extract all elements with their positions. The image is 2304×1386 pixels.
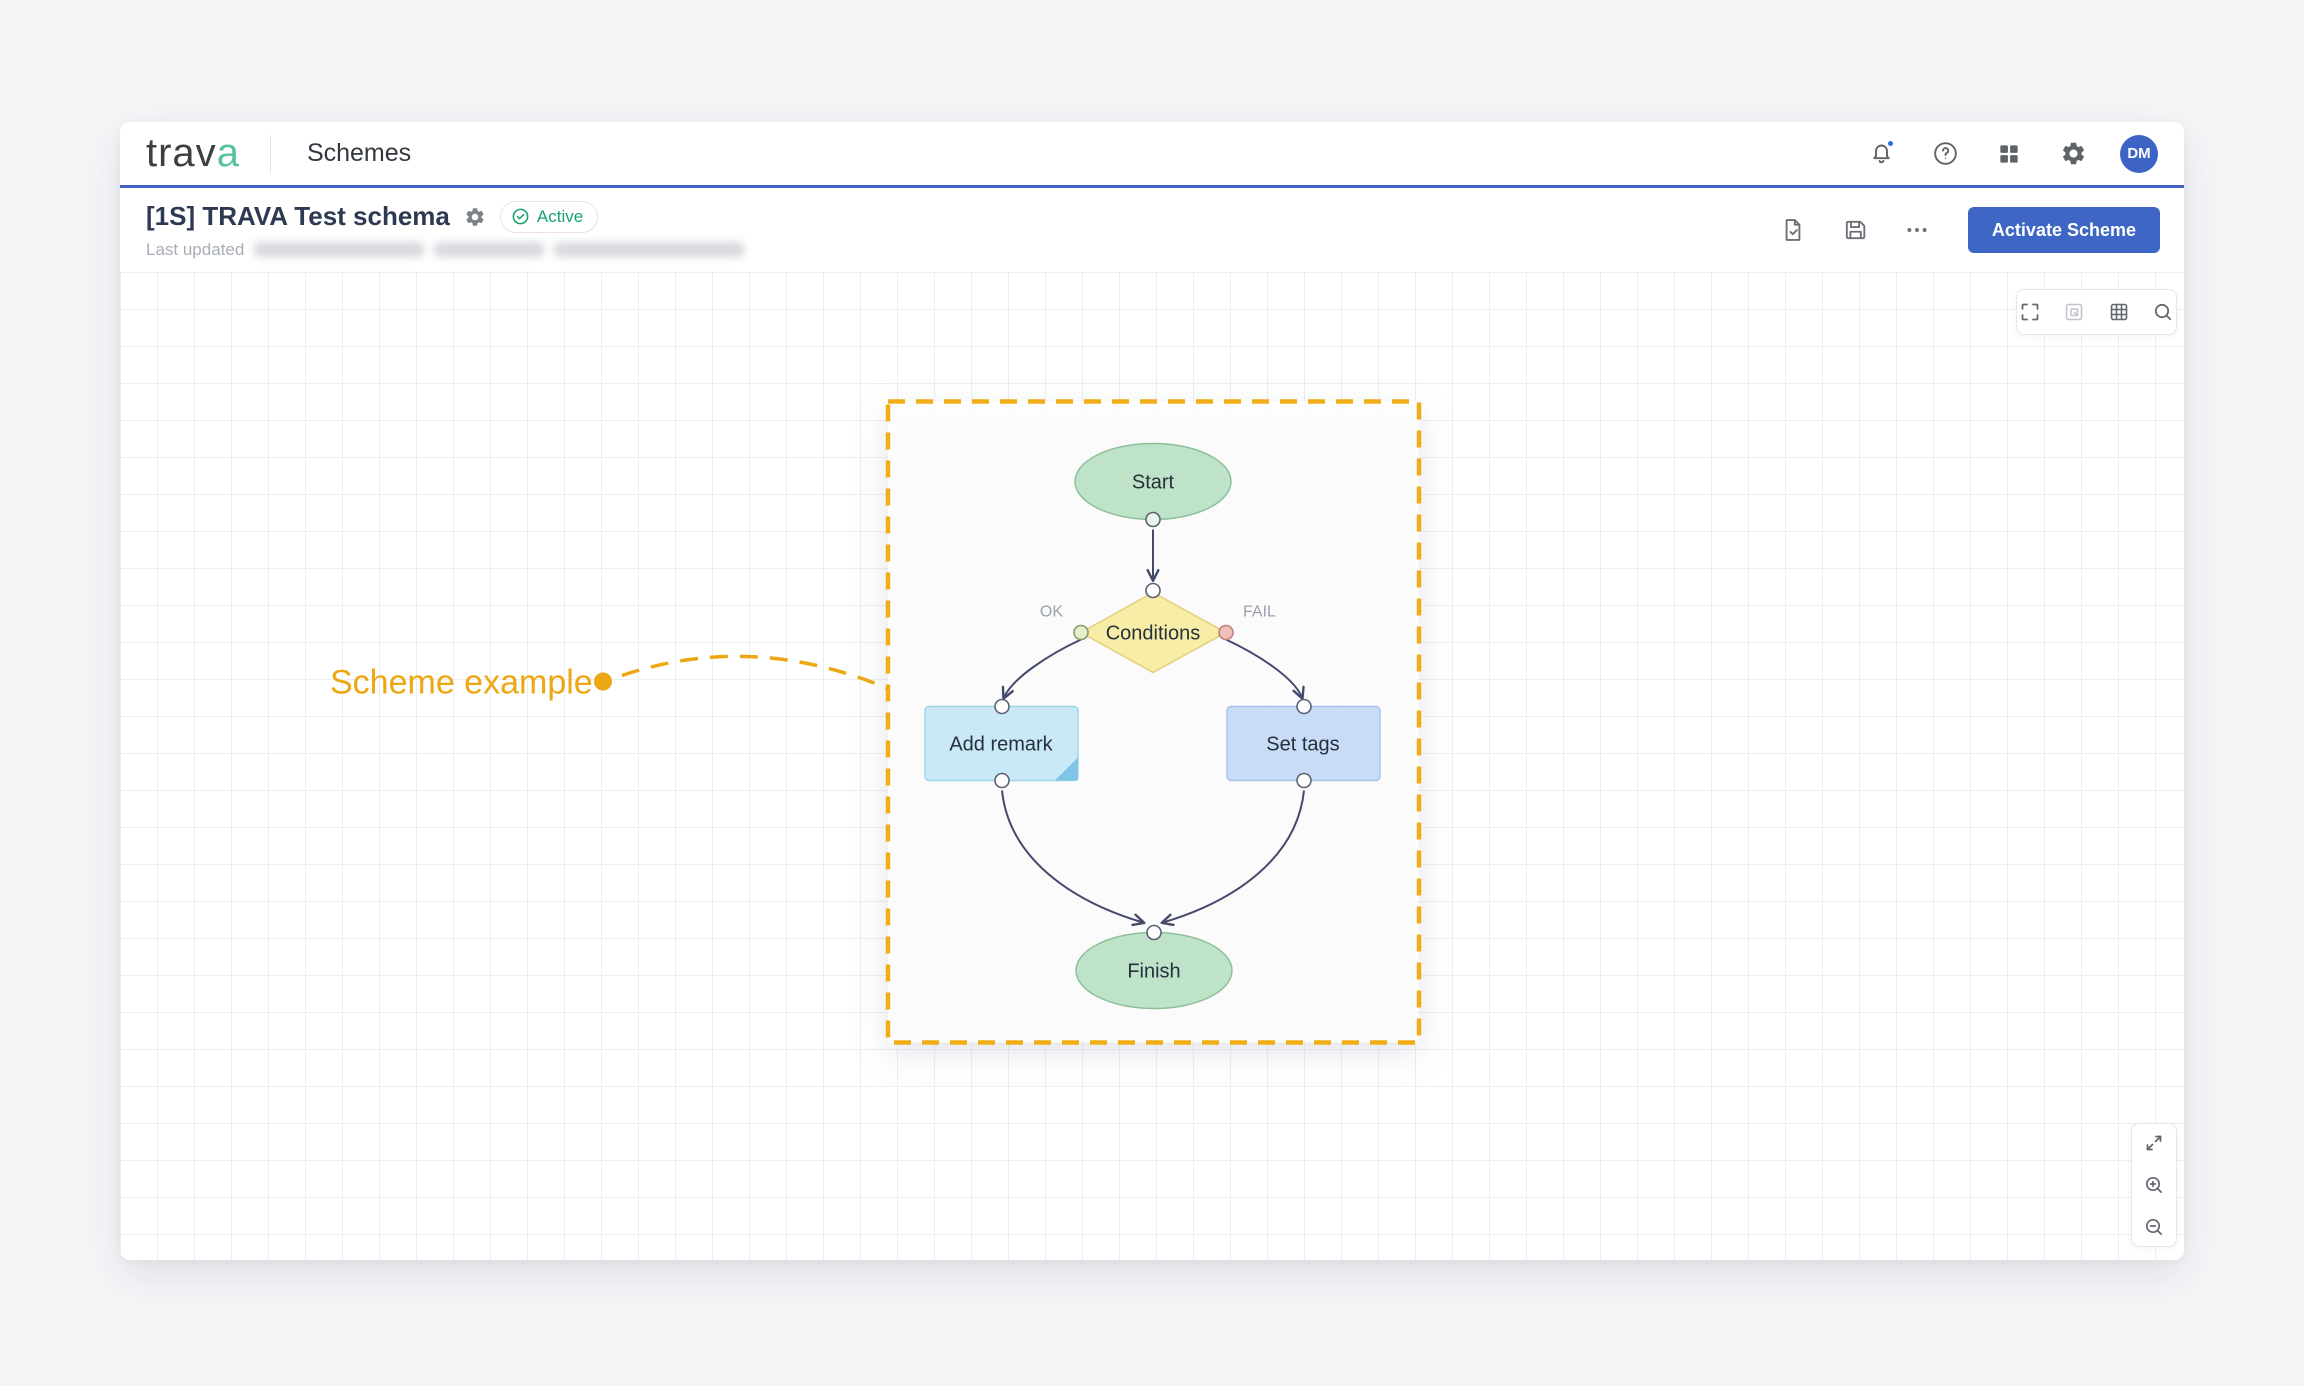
port-conditions-ok[interactable]	[1074, 626, 1088, 640]
check-circle-icon	[511, 207, 530, 226]
more-ellipsis-icon[interactable]	[1900, 213, 1934, 247]
logo-text: trav	[146, 131, 217, 176]
grid-icon[interactable]	[2106, 298, 2132, 326]
canvas-toolbar	[2016, 289, 2177, 335]
save-icon[interactable]	[1838, 213, 1872, 247]
port-set-tags-out[interactable]	[1297, 774, 1311, 788]
edge-label-ok: OK	[1040, 604, 1063, 621]
settings-gear-icon[interactable]	[2056, 137, 2090, 171]
node-start-label: Start	[1132, 472, 1175, 494]
status-badge: Active	[500, 201, 598, 233]
node-add-remark-label: Add remark	[949, 734, 1053, 756]
trava-logo[interactable]: trav a	[146, 131, 240, 176]
port-start-out[interactable]	[1146, 513, 1160, 527]
schema-header-bar: [1S] TRAVA Test schema Active Last updat…	[120, 188, 2184, 272]
fit-image-icon[interactable]	[2061, 298, 2087, 326]
scheme-canvas[interactable]: Scheme example Start Conditions OK FAIL	[120, 272, 2184, 1260]
redacted-author	[554, 242, 744, 257]
annotation-dashed-curve	[622, 656, 888, 688]
schema-actions: Activate Scheme	[1776, 207, 2160, 253]
search-icon[interactable]	[2150, 298, 2176, 326]
apps-grid-icon[interactable]	[1992, 137, 2026, 171]
port-conditions-in[interactable]	[1146, 584, 1160, 598]
last-updated-label: Last updated	[146, 240, 244, 260]
redacted-time	[434, 242, 544, 257]
port-finish-in[interactable]	[1147, 926, 1161, 940]
port-add-remark-in[interactable]	[995, 700, 1009, 714]
flowchart-svg: Scheme example Start Conditions OK FAIL	[120, 272, 2184, 1260]
zoom-out-icon[interactable]	[2140, 1213, 2168, 1241]
expand-icon[interactable]	[2140, 1129, 2168, 1157]
top-actions: DM	[1864, 135, 2158, 173]
node-set-tags-label: Set tags	[1266, 734, 1339, 756]
logo-accent-letter: a	[217, 131, 240, 176]
notifications-bell-icon[interactable]	[1864, 137, 1898, 171]
annotation-label: Scheme example	[330, 664, 593, 702]
port-add-remark-out[interactable]	[995, 774, 1009, 788]
page-title: Schemes	[307, 139, 411, 168]
port-set-tags-in[interactable]	[1297, 700, 1311, 714]
header-divider	[270, 135, 271, 173]
port-conditions-fail[interactable]	[1219, 626, 1233, 640]
user-avatar[interactable]: DM	[2120, 135, 2158, 173]
redacted-timestamp	[254, 242, 424, 257]
schema-settings-gear-icon[interactable]	[464, 206, 486, 228]
node-finish-label: Finish	[1127, 961, 1180, 983]
activate-scheme-button[interactable]: Activate Scheme	[1968, 207, 2160, 253]
node-conditions-label: Conditions	[1106, 623, 1201, 645]
notification-dot	[1886, 139, 1895, 148]
avatar-initials: DM	[2127, 145, 2150, 162]
schema-title: [1S] TRAVA Test schema	[146, 201, 450, 232]
fullscreen-icon[interactable]	[2017, 298, 2043, 326]
annotation-dot	[594, 673, 612, 691]
schema-info: [1S] TRAVA Test schema Active Last updat…	[146, 201, 744, 260]
status-badge-label: Active	[537, 207, 583, 227]
zoom-panel	[2131, 1123, 2177, 1247]
document-check-icon[interactable]	[1776, 213, 1810, 247]
app-window: trav a Schemes	[120, 122, 2184, 1260]
edge-label-fail: FAIL	[1243, 604, 1276, 621]
zoom-in-icon[interactable]	[2140, 1171, 2168, 1199]
top-bar: trav a Schemes	[120, 122, 2184, 188]
help-icon[interactable]	[1928, 137, 1962, 171]
